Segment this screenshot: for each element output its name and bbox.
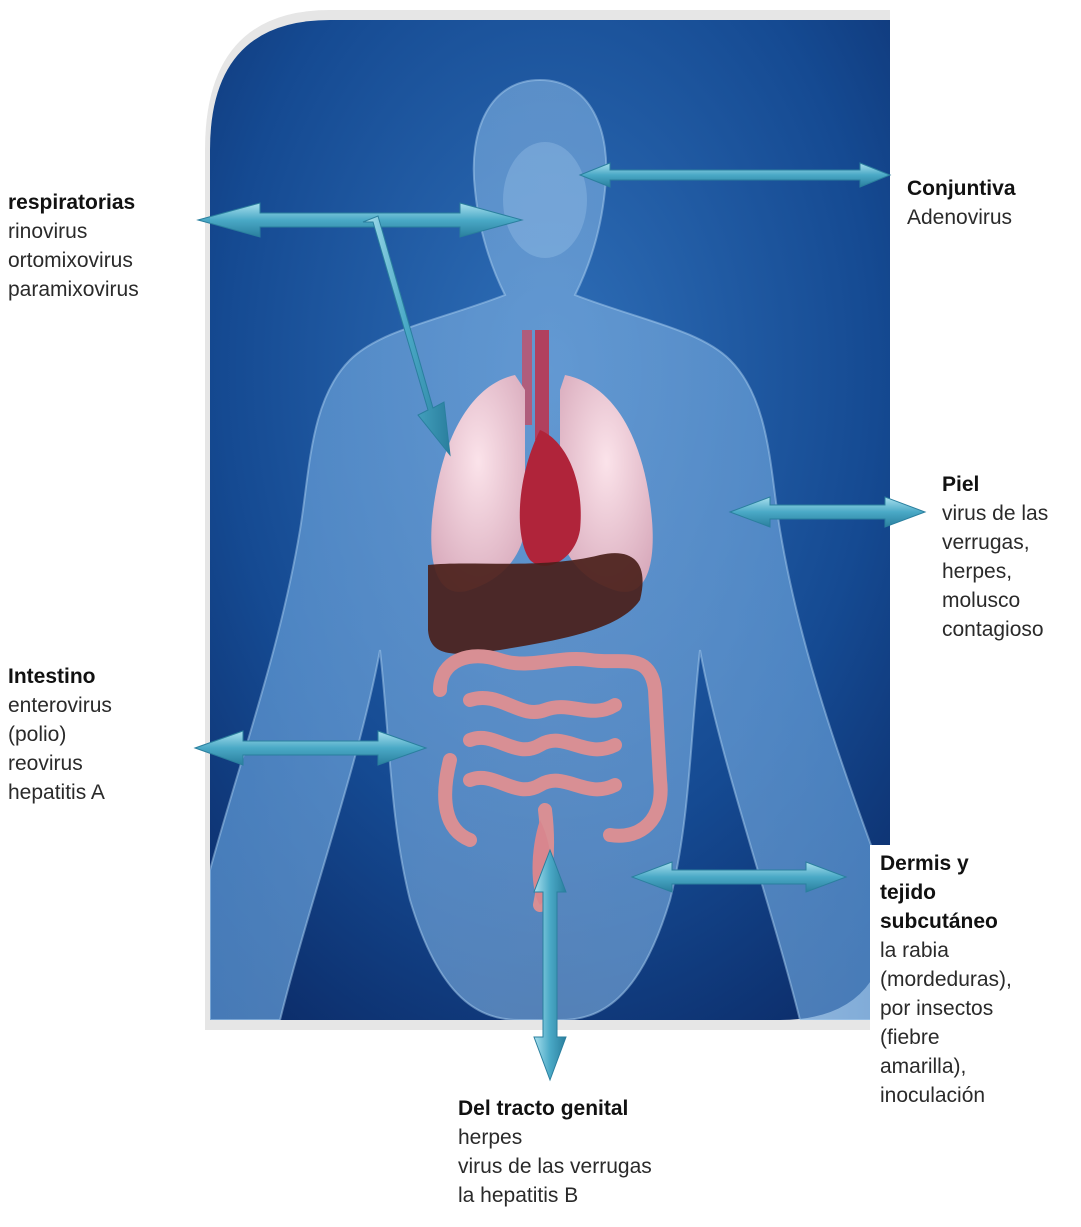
label-piel-line: contagioso	[942, 615, 1048, 644]
label-dermis-title: tejido	[880, 878, 1012, 907]
label-genital-line: virus de las verrugas	[458, 1152, 652, 1181]
label-respiratorias: respiratorias rinovirus ortomixovirus pa…	[8, 188, 145, 304]
label-dermis-title: subcutáneo	[880, 907, 1012, 936]
label-intestino-title: Intestino	[8, 662, 112, 691]
label-genital: Del tracto genital herpes virus de las v…	[458, 1094, 652, 1210]
label-dermis-line: la rabia	[880, 936, 1012, 965]
label-dermis-line: (mordeduras),	[880, 965, 1012, 994]
label-genital-line: la hepatitis B	[458, 1181, 652, 1210]
label-intestino-line: hepatitis A	[8, 778, 112, 807]
label-respiratorias-line: paramixovirus	[8, 275, 139, 304]
label-dermis-line: por insectos	[880, 994, 1012, 1023]
label-respiratorias-line: rinovirus	[8, 217, 139, 246]
label-dermis-line: amarilla),	[880, 1052, 1012, 1081]
label-conjuntiva-title: Conjuntiva	[907, 174, 1081, 203]
label-dermis-title: Dermis y	[880, 849, 1012, 878]
label-intestino-line: reovirus	[8, 749, 112, 778]
label-piel-line: virus de las	[942, 499, 1048, 528]
label-respiratorias-line: ortomixovirus	[8, 246, 139, 275]
label-dermis: Dermis y tejido subcutáneo la rabia (mor…	[870, 845, 1022, 1116]
label-piel-line: verrugas,	[942, 528, 1048, 557]
label-dermis-line: inoculación	[880, 1081, 1012, 1110]
label-piel-line: molusco	[942, 586, 1048, 615]
label-intestino: Intestino enterovirus (polio) reovirus h…	[8, 662, 112, 807]
label-piel-title: Piel	[942, 470, 1048, 499]
label-dermis-line: (fiebre	[880, 1023, 1012, 1052]
label-respiratorias-title: respiratorias	[8, 188, 139, 217]
label-genital-title: Del tracto genital	[458, 1094, 652, 1123]
label-genital-line: herpes	[458, 1123, 652, 1152]
label-intestino-line: enterovirus	[8, 691, 112, 720]
label-intestino-line: (polio)	[8, 720, 112, 749]
label-piel: Piel virus de las verrugas, herpes, molu…	[932, 468, 1054, 650]
trachea	[535, 330, 549, 440]
label-conjuntiva-line: Adenovirus	[907, 203, 1081, 232]
label-piel-line: herpes,	[942, 557, 1048, 586]
label-conjuntiva: Conjuntiva Adenovirus	[893, 172, 1081, 256]
